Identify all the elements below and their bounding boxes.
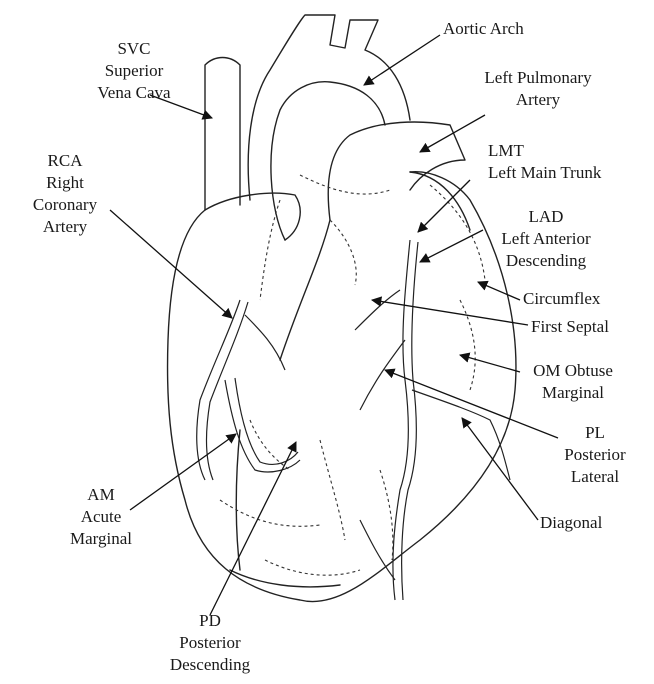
label-left-pulmonary-artery: Left Pulmonary Artery	[468, 67, 608, 111]
label-aortic-arch: Aortic Arch	[443, 18, 524, 40]
label-circumflex-line1: Circumflex	[523, 288, 600, 310]
label-diagonal: Diagonal	[540, 512, 602, 534]
label-pl-line3: Lateral	[555, 466, 635, 488]
label-rca-line4: Artery	[10, 216, 120, 238]
label-first-septal-line1: First Septal	[531, 316, 609, 338]
label-pd-line2: Posterior	[150, 632, 270, 654]
label-first-septal: First Septal	[531, 316, 609, 338]
label-diagonal-line1: Diagonal	[540, 512, 602, 534]
label-pl-line1: PL	[555, 422, 635, 444]
label-am-line3: Marginal	[58, 528, 144, 550]
label-lad-line1: LAD	[486, 206, 606, 228]
label-lmt-line1: LMT	[488, 140, 601, 162]
label-rca-line2: Right	[10, 172, 120, 194]
label-rca-line1: RCA	[10, 150, 120, 172]
leader-diagonal	[462, 418, 538, 520]
label-am: AM Acute Marginal	[58, 484, 144, 550]
label-left-pulmonary-line2: Artery	[468, 89, 608, 111]
label-lmt: LMT Left Main Trunk	[488, 140, 601, 184]
leader-am	[130, 434, 236, 510]
label-pd: PD Posterior Descending	[150, 610, 270, 676]
label-pl: PL Posterior Lateral	[555, 422, 635, 488]
label-svc: SVC Superior Vena Cava	[80, 38, 188, 104]
leader-circumflex	[478, 282, 520, 300]
label-om: OM Obtuse Marginal	[518, 360, 628, 404]
leader-first-septal	[372, 300, 528, 325]
label-rca: RCA Right Coronary Artery	[10, 150, 120, 238]
label-pd-line3: Descending	[150, 654, 270, 676]
label-left-pulmonary-line1: Left Pulmonary	[468, 67, 608, 89]
leader-lad	[420, 230, 483, 262]
label-svc-line1: SVC	[80, 38, 188, 60]
leader-lines	[110, 35, 558, 615]
label-om-line2: Marginal	[518, 382, 628, 404]
label-svc-line2: Superior	[80, 60, 188, 82]
label-om-line1: OM Obtuse	[518, 360, 628, 382]
great-vessels	[205, 15, 465, 240]
label-lmt-line2: Left Main Trunk	[488, 162, 601, 184]
leader-left-pulmonary	[420, 115, 485, 152]
label-pl-line2: Posterior	[555, 444, 635, 466]
leader-aortic-arch	[364, 35, 440, 85]
label-rca-line3: Coronary	[10, 194, 120, 216]
label-am-line1: AM	[58, 484, 144, 506]
leader-om	[460, 355, 520, 372]
label-aortic-arch-line1: Aortic Arch	[443, 18, 524, 40]
label-lad-line2: Left Anterior	[486, 228, 606, 250]
heart-outline	[168, 172, 516, 602]
label-am-line2: Acute	[58, 506, 144, 528]
label-circumflex: Circumflex	[523, 288, 600, 310]
label-lad: LAD Left Anterior Descending	[486, 206, 606, 272]
label-pd-line1: PD	[150, 610, 270, 632]
label-svc-line3: Vena Cava	[80, 82, 188, 104]
label-lad-line3: Descending	[486, 250, 606, 272]
